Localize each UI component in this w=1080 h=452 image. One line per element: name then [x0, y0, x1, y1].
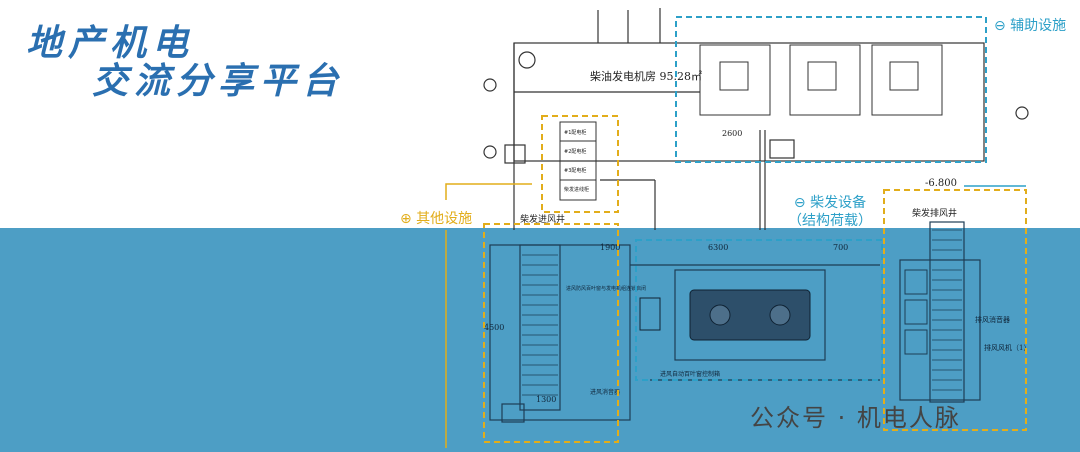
aux-box [675, 16, 987, 163]
dim-4500: 4500 [484, 323, 504, 332]
inlet-damper-label: 进风消音器 [590, 388, 620, 396]
brand-line-1: 地产机电 [26, 22, 195, 64]
panel-4-label: 柴发进线柜 [564, 186, 589, 193]
highlight-boxes [483, 16, 1027, 443]
generator-box [635, 239, 883, 381]
generator-equipment-tag: ⊖ 柴发设备 （结构荷载） [788, 194, 872, 230]
generator-set [639, 289, 811, 341]
generator-tag-line-2: （结构荷载） [788, 213, 872, 229]
panel-1-label: #1配电柜 [564, 129, 586, 136]
exhaust-fan-label: 排风风机（1） [984, 343, 1030, 352]
watermark: 公众号 · 机电人脉 [750, 404, 961, 432]
brand-line-2: 交流分享平台 [92, 60, 345, 102]
dim-6300: 6300 [708, 243, 728, 252]
other-facilities-tag: ⊕ 其他设施 [400, 211, 473, 227]
panel-box [541, 115, 619, 213]
leader-lines [445, 183, 1026, 448]
control-note: 进风自动百叶窗控制箱 [660, 370, 720, 378]
exhaust-shaft-label: 柴发排风井 [912, 207, 957, 219]
exhaust-damper-label: 排风消音器 [975, 315, 1010, 324]
dim-1300: 1300 [536, 395, 556, 404]
aux-facilities-tag: ⊖ 辅助设施 [994, 18, 1067, 34]
aux-units [699, 44, 943, 116]
panel-3-label: #3配电柜 [564, 167, 586, 174]
room-title: 柴油发电机房 95.28㎡ [590, 69, 702, 83]
building-outline [483, 8, 1029, 230]
panel-stack [559, 121, 597, 201]
exhaust-fans [904, 269, 928, 355]
exhaust-box [883, 189, 1027, 431]
dim-2600: 2600 [722, 129, 742, 138]
inlet-note: 进风防风百叶窗与发电机组连锁启闭 [566, 285, 646, 292]
inlet-louvers [522, 254, 558, 396]
generator-tag-line-1: ⊖ 柴发设备 [793, 195, 867, 211]
panel-2-label: #2配电柜 [564, 148, 586, 155]
other-box [483, 223, 619, 443]
exhaust-louvers [932, 229, 962, 391]
elevation-label: -6.800 [925, 178, 957, 189]
air-inlet-shaft-label: 柴发进风井 [520, 213, 565, 225]
dim-700: 700 [833, 243, 848, 252]
panel-labels: #1配电柜 #2配电柜 #3配电柜 柴发进线柜 [564, 129, 589, 193]
dim-1900: 1900 [600, 243, 620, 252]
